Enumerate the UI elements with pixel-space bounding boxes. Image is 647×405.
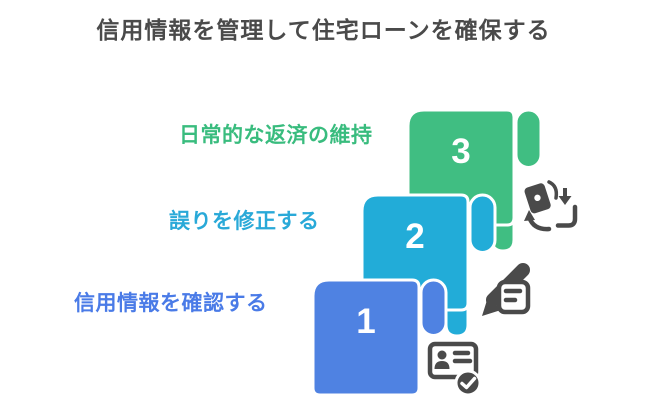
scroll-side-tab — [468, 193, 497, 254]
step1-label: 信用情報を確認する — [74, 292, 268, 315]
edit-document-icon — [482, 263, 531, 316]
person-head — [437, 350, 447, 360]
scroll-shape-1 — [311, 278, 448, 397]
person-shoulders — [434, 361, 450, 369]
mobile-transfer-icon — [524, 180, 578, 232]
check-mark — [460, 376, 477, 390]
check-circle — [454, 369, 482, 397]
down-arrow-head — [558, 196, 572, 205]
step3-number: 3 — [451, 132, 471, 171]
scroll-side-tab — [514, 108, 543, 169]
phone-shape — [524, 183, 551, 214]
id-card-check-icon — [427, 341, 482, 397]
form-card — [496, 279, 531, 315]
step2-number: 2 — [405, 217, 425, 256]
step1-ribbon: 1 — [311, 278, 451, 405]
corner-bracket — [555, 204, 578, 228]
page-curl-line — [547, 180, 559, 200]
scroll-flag — [311, 278, 421, 397]
scroll-side-tab — [419, 278, 448, 337]
step3-label: 日常的な返済の維持 — [179, 124, 373, 147]
up-arrow-head — [524, 210, 535, 221]
step1-number: 1 — [356, 302, 376, 341]
step2-label: 誤りを修正する — [169, 210, 320, 233]
page-title: 信用情報を管理して住宅ローンを確保する — [96, 17, 551, 43]
pen-nib — [482, 297, 501, 316]
